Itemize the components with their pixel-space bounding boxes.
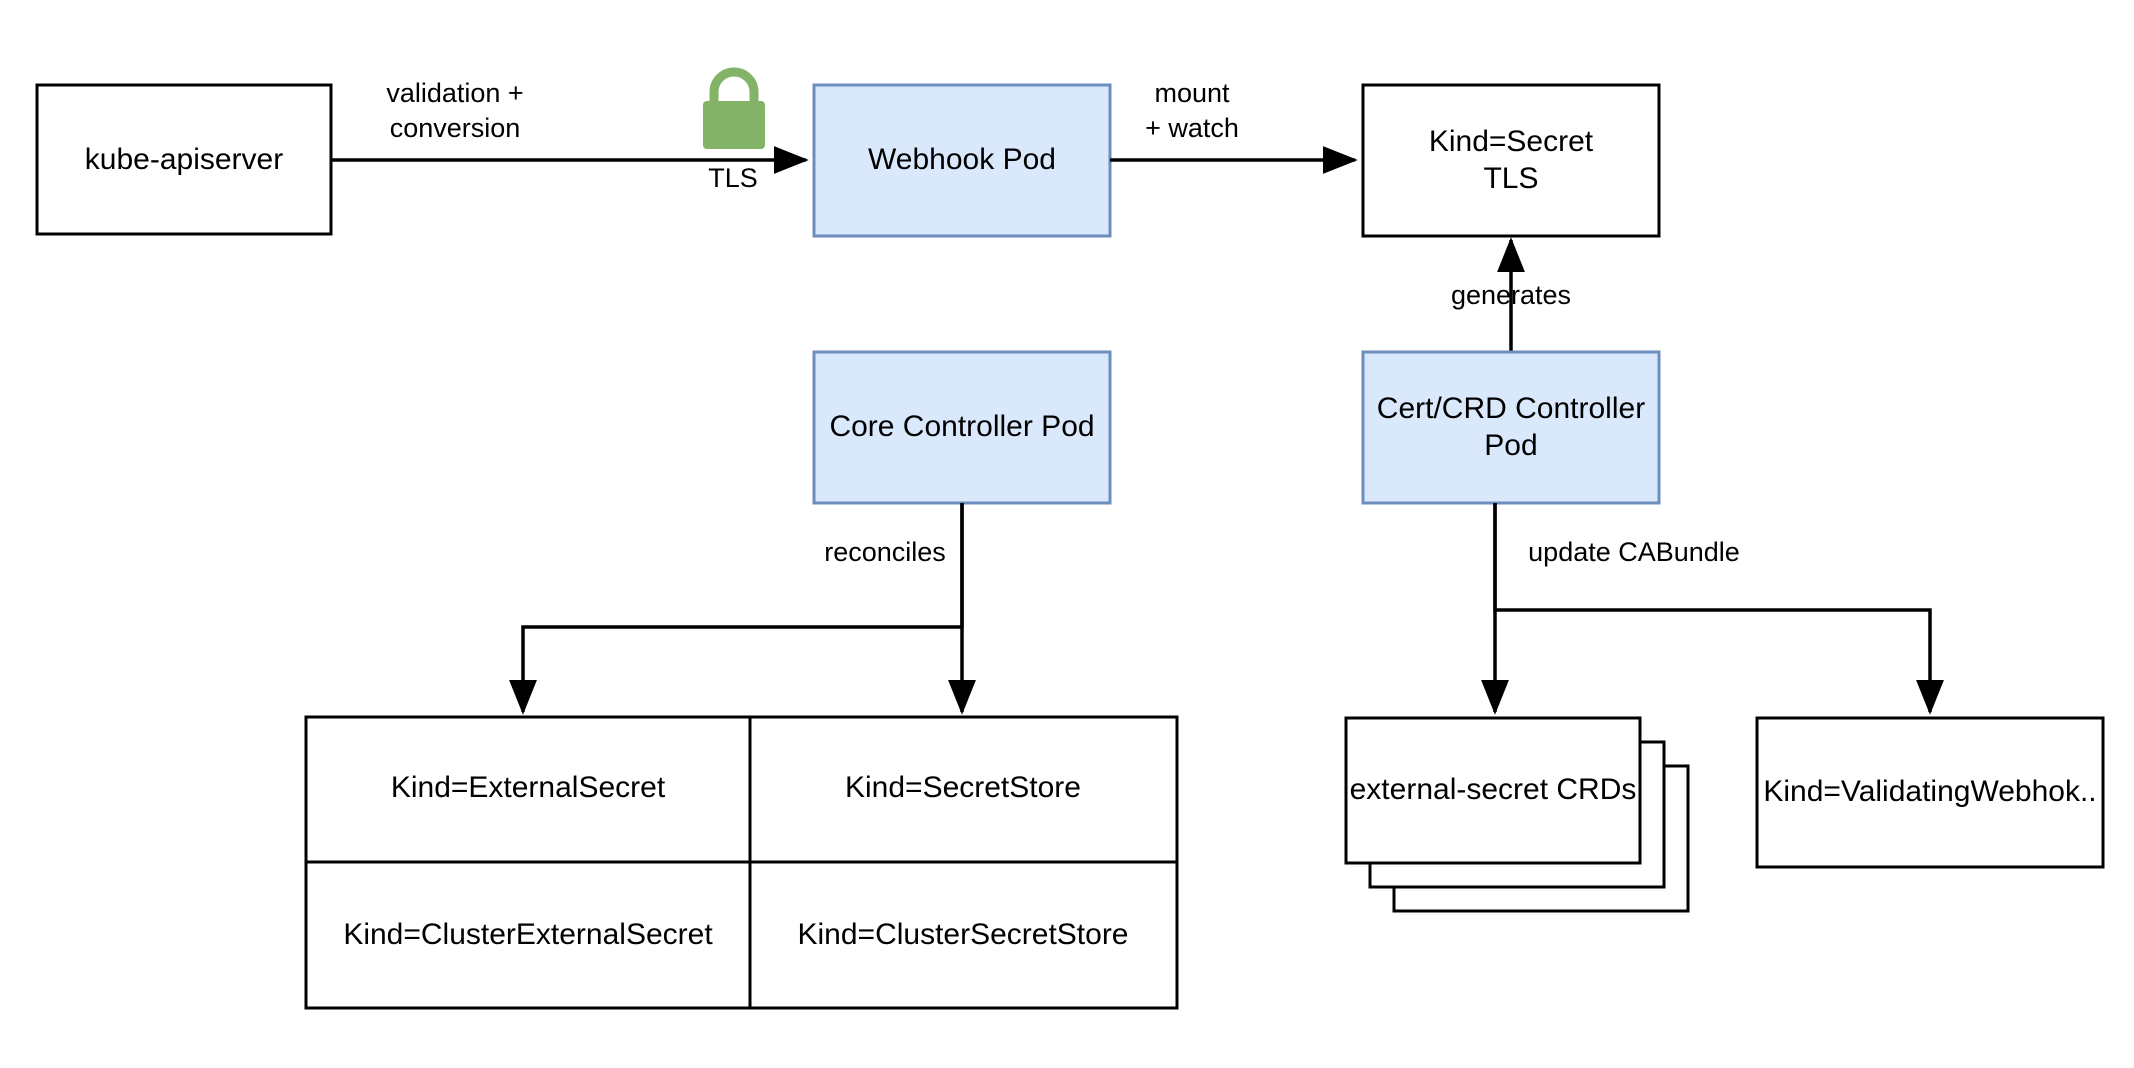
node-secret-tls[interactable]: Kind=Secret TLS <box>1361 83 1661 238</box>
edge-certcrd-to-validatingwebhook <box>1493 503 1944 715</box>
edge-label-reconciles: reconciles <box>824 537 946 567</box>
cert-crd-controller-pod-label-line1: Cert/CRD Controller <box>1377 392 1645 425</box>
node-validating-webhook[interactable]: Kind=ValidatingWebhok.. <box>1755 716 2105 869</box>
edge-label-mount-line2: + watch <box>1145 113 1239 143</box>
secret-tls-label-line2: TLS <box>1483 162 1538 195</box>
edge-label-validation-line2: conversion <box>390 113 521 143</box>
kube-apiserver-label: kube-apiserver <box>85 143 283 176</box>
webhook-pod-label: Webhook Pod <box>868 143 1056 176</box>
lock-icon <box>703 67 765 149</box>
validating-webhook-box[interactable] <box>1755 716 2105 869</box>
external-secret-crds-box-front[interactable] <box>1344 716 1642 865</box>
core-controller-pod-label: Core Controller Pod <box>829 410 1094 443</box>
validating-webhook-label: Kind=ValidatingWebhok.. <box>1763 775 2096 808</box>
table-cell-secret-store[interactable]: Kind=SecretStore <box>845 771 1081 804</box>
cert-crd-controller-pod-box[interactable] <box>1361 350 1661 505</box>
resource-table: Kind=ExternalSecret Kind=SecretStore Kin… <box>304 715 1179 1010</box>
edge-label-tls: TLS <box>708 163 758 193</box>
edge-core-to-externalsecret <box>509 503 964 715</box>
edge-label-generates: generates <box>1451 280 1571 310</box>
lock-shackle-icon <box>709 67 759 104</box>
node-core-controller-pod[interactable]: Core Controller Pod <box>812 350 1112 505</box>
edge-label-mount-line1: mount <box>1154 78 1230 108</box>
secret-tls-label-line1: Kind=Secret <box>1429 125 1594 158</box>
node-external-secret-crds[interactable]: external-secret CRDs <box>1344 716 1690 913</box>
kube-apiserver-box[interactable] <box>35 83 333 236</box>
table-cell-cluster-secret-store[interactable]: Kind=ClusterSecretStore <box>798 918 1129 951</box>
secret-tls-box[interactable] <box>1361 83 1661 238</box>
webhook-pod-box[interactable] <box>812 83 1112 238</box>
cert-crd-controller-pod-label-line2: Pod <box>1484 429 1537 462</box>
external-secret-crds-label: external-secret CRDs <box>1350 773 1637 806</box>
table-cell-cluster-external-secret[interactable]: Kind=ClusterExternalSecret <box>343 918 713 951</box>
node-kube-apiserver[interactable]: kube-apiserver <box>35 83 333 236</box>
node-cert-crd-controller-pod[interactable]: Cert/CRD Controller Pod <box>1361 350 1661 505</box>
lock-body-icon <box>703 101 765 149</box>
edge-label-update-cabundle: update CABundle <box>1528 537 1740 567</box>
table-cell-external-secret[interactable]: Kind=ExternalSecret <box>391 771 666 804</box>
node-webhook-pod[interactable]: Webhook Pod <box>812 83 1112 238</box>
core-controller-pod-box[interactable] <box>812 350 1112 505</box>
edge-label-validation-line1: validation + <box>386 78 523 108</box>
